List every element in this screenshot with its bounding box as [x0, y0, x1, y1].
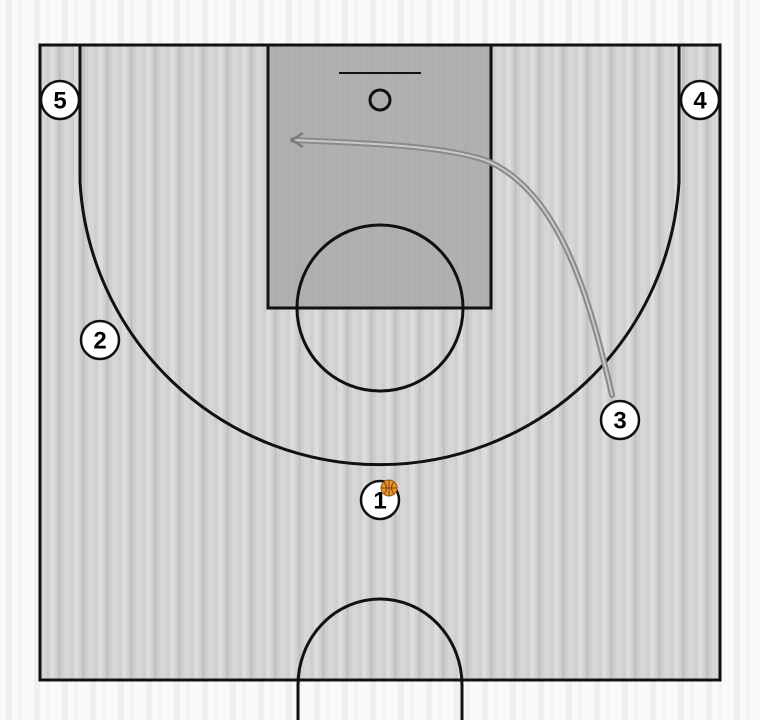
basketball-icon [380, 479, 398, 497]
player-2: 2 [79, 319, 121, 361]
center-circle [296, 597, 464, 720]
player-marker [679, 79, 721, 121]
player-3: 3 [599, 399, 641, 441]
three-point-line [78, 45, 681, 467]
cut-arrowhead [289, 131, 304, 149]
player-marker [599, 399, 641, 441]
player-5: 5 [39, 79, 81, 121]
players-layer: 5 4 2 3 1 [39, 79, 721, 521]
player-label: 3 [613, 408, 626, 435]
player-marker [39, 79, 81, 121]
free-throw-circle [295, 223, 465, 393]
rim [368, 88, 392, 112]
paint-area [266, 43, 493, 310]
court-boundary [38, 43, 722, 682]
player-label: 2 [93, 328, 106, 355]
player-marker [79, 319, 121, 361]
player-label: 4 [693, 88, 707, 115]
player-4: 4 [679, 79, 721, 121]
player-label: 5 [53, 88, 66, 115]
cut-path-player-3 [289, 131, 615, 398]
player-1: 1 [359, 479, 401, 521]
